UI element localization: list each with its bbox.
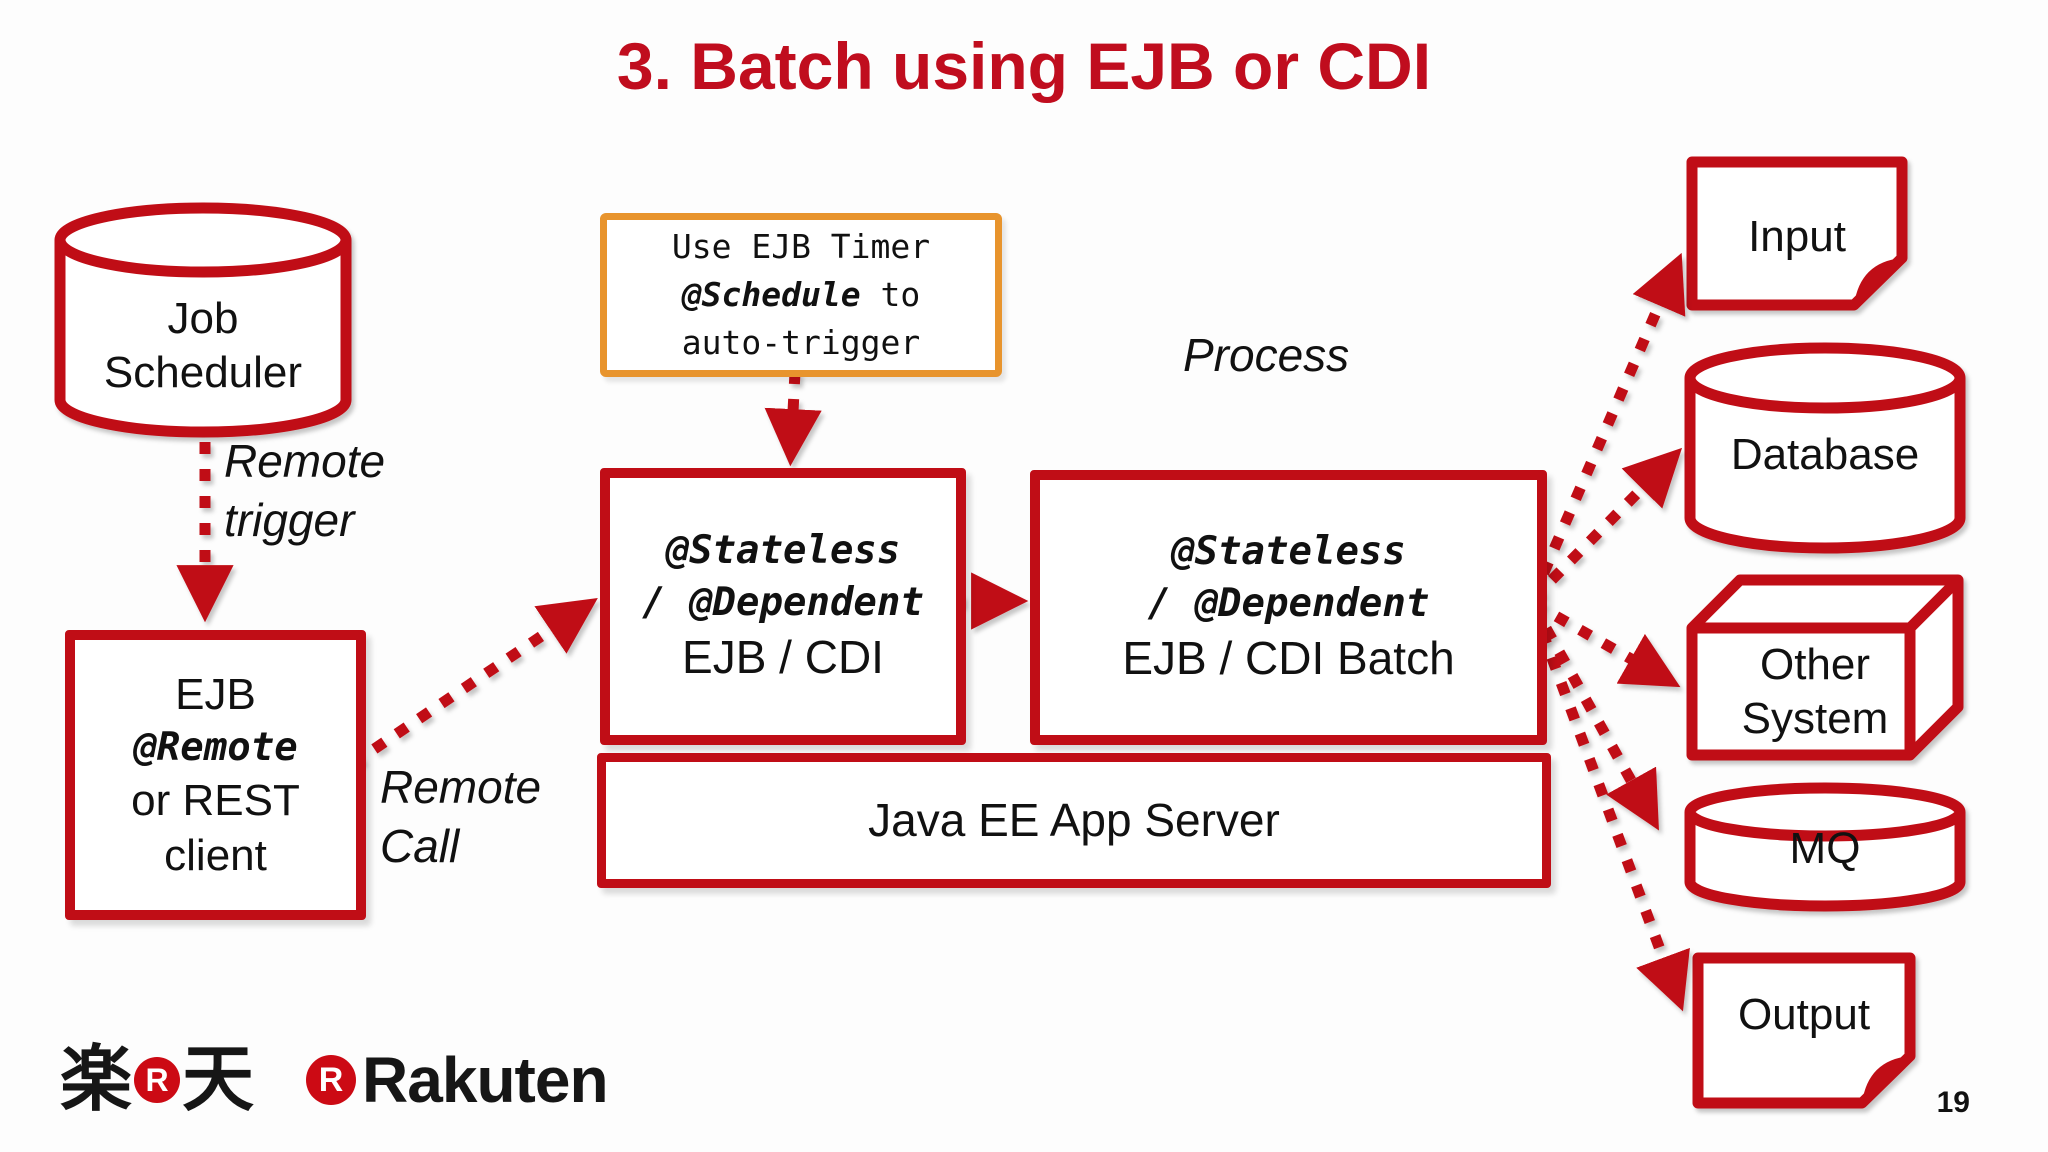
output-label: Output xyxy=(1737,990,1871,1039)
rakuten-jp-kanji-left: 楽 xyxy=(60,1040,133,1120)
arrow-timer-trigger xyxy=(764,371,822,467)
process-label: Process xyxy=(1183,329,1350,381)
arrow-remote-call xyxy=(348,597,598,769)
ejb-client-line: or REST xyxy=(131,776,300,826)
ejb-cdi-batch-box: @Stateless / @Dependent EJB / CDI Batch xyxy=(1030,470,1547,745)
remote-annotation: @Remote xyxy=(133,724,298,770)
other-system-label: Other System xyxy=(1741,640,1889,743)
app-server-label: Java EE App Server xyxy=(868,793,1280,846)
ejb-cdi-box: @Stateless / @Dependent EJB / CDI xyxy=(600,468,966,745)
timer-note-line: @Schedule to xyxy=(681,275,921,315)
rakuten-wordmark: Rakuten xyxy=(362,1044,608,1116)
remote-call-label: Remote Call xyxy=(380,761,542,872)
database-label: Database xyxy=(1730,430,1920,479)
output-document xyxy=(1692,952,1916,1109)
dependent-annotation: / @Dependent xyxy=(642,579,924,625)
job-scheduler-label: Job Scheduler xyxy=(103,294,303,397)
timer-note-line: Use EJB Timer xyxy=(671,227,931,267)
ejb-cdi-label: EJB / CDI xyxy=(682,631,884,684)
rakuten-jp-kanji-right: 天 xyxy=(182,1040,255,1120)
ejb-client-line: EJB xyxy=(175,669,256,719)
ejb-client-line: client xyxy=(164,831,267,881)
page-number: 19 xyxy=(1936,1086,1970,1119)
ejb-timer-note: Use EJB Timer @Schedule to auto-trigger xyxy=(600,213,1002,377)
other-system-cube xyxy=(1686,574,1964,761)
input-document xyxy=(1686,156,1908,311)
slide-title: 3. Batch using EJB or CDI xyxy=(616,29,1432,103)
arrow-to-output xyxy=(1527,605,1690,1012)
timer-note-line: auto-trigger xyxy=(681,322,921,362)
mq-label: MQ xyxy=(1789,824,1861,873)
dependent-annotation: / @Dependent xyxy=(1147,580,1430,626)
footer-logos: 楽 R 天 R Rakuten xyxy=(60,1040,609,1120)
database-cylinder xyxy=(1684,342,1966,554)
rakuten-r-icon: R xyxy=(306,1055,357,1105)
stateless-annotation: @Stateless xyxy=(1171,529,1406,575)
stateless-annotation: @Stateless xyxy=(665,528,901,574)
input-label: Input xyxy=(1748,212,1846,261)
remote-trigger-label: Remote trigger xyxy=(224,435,386,546)
app-server-box: Java EE App Server xyxy=(597,753,1551,888)
rakuten-r-icon: R xyxy=(134,1057,181,1103)
schedule-annotation: @Schedule xyxy=(681,275,861,315)
job-scheduler-cylinder xyxy=(54,202,352,438)
arrow-to-database xyxy=(1529,447,1683,603)
mq-cylinder xyxy=(1684,782,1966,912)
ejb-cdi-batch-label: EJB / CDI Batch xyxy=(1122,632,1455,685)
ejb-client-box: EJB @Remote or REST client xyxy=(65,630,366,920)
arrow-to-input xyxy=(1527,252,1686,601)
